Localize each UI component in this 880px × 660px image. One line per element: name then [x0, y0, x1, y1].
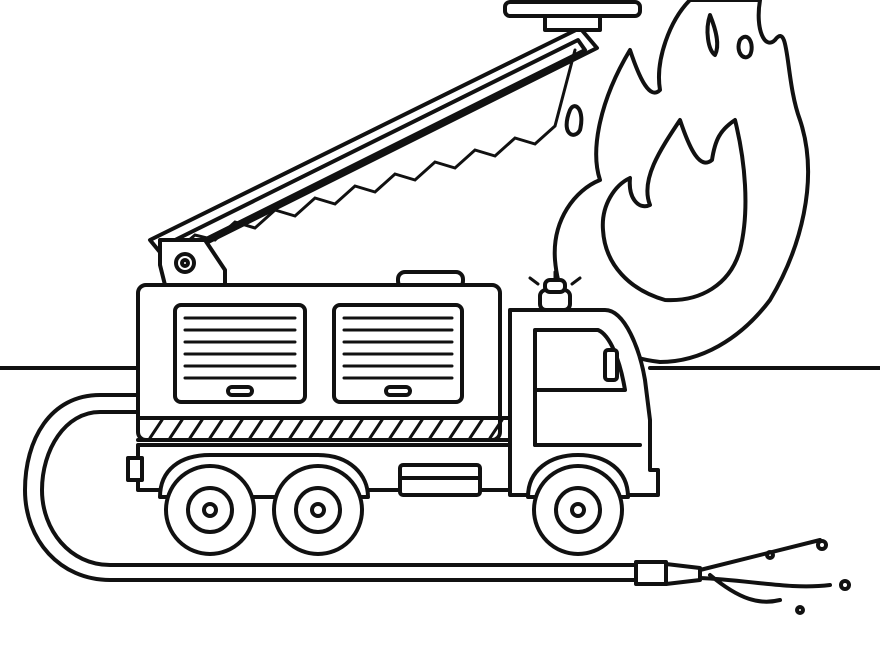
hose: [23, 393, 851, 615]
wheel: [532, 464, 624, 556]
shutter-left: [173, 303, 307, 404]
ladder: [148, 0, 642, 287]
wheel: [272, 464, 364, 556]
flame: [552, 0, 811, 364]
truck-body: [136, 270, 529, 442]
wheel: [164, 464, 256, 556]
shutter-right: [332, 303, 464, 404]
truck-cab: [508, 270, 660, 497]
